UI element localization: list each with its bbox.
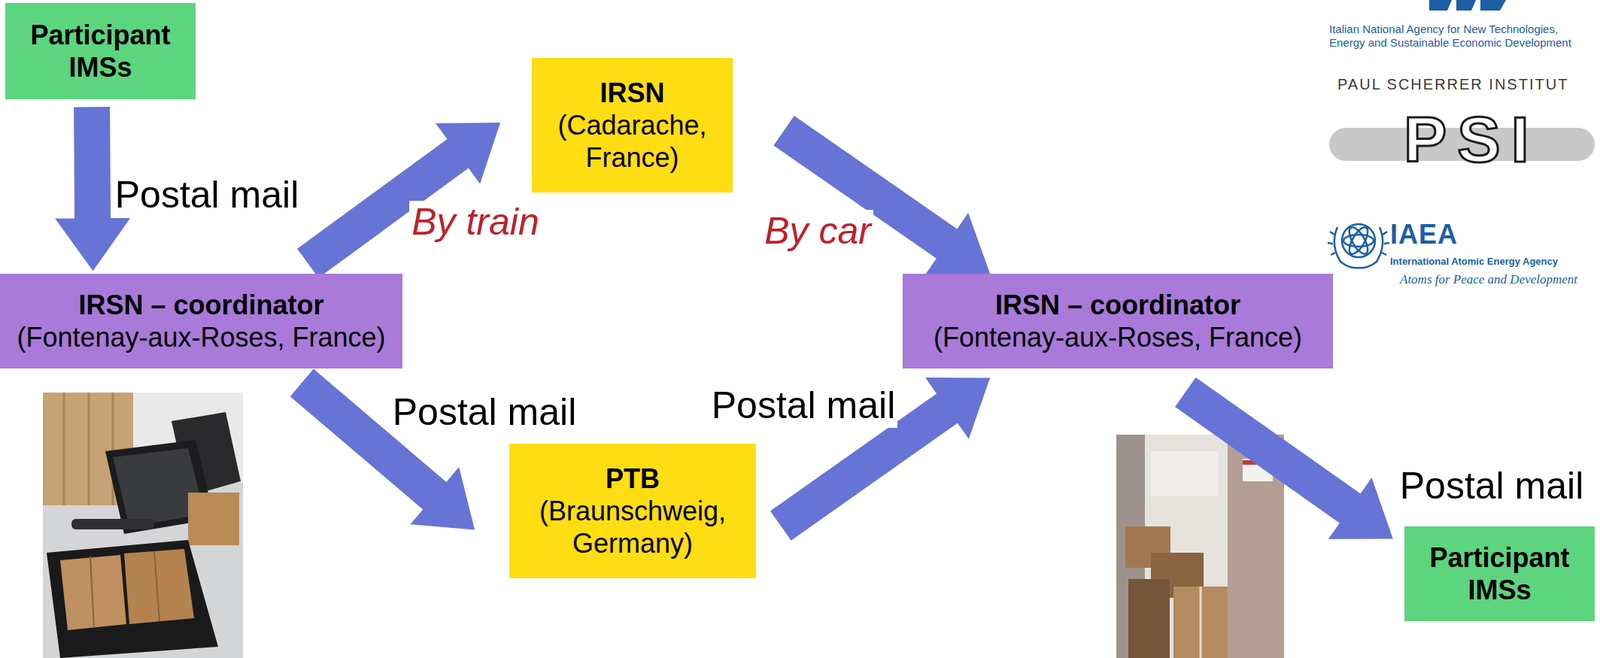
enea-logo — [1429, 0, 1506, 11]
box-subtext: (Fontenay-aux-Roses, France) — [933, 321, 1303, 354]
iaea-emblem — [1327, 224, 1390, 268]
box-heading: IRSN – coordinator — [995, 288, 1241, 322]
transport-label: By car — [762, 209, 874, 254]
participant-box: Participant IMSs — [5, 3, 196, 100]
edge-label: Postal mail — [1397, 464, 1587, 509]
box-heading: IRSN – coordinator — [78, 288, 324, 322]
box-heading: PTB — [605, 462, 660, 495]
logo-name: PAUL SCHERRER INSTITUT — [1337, 75, 1569, 94]
photo-cases — [42, 392, 243, 658]
lab-box: PTB(Braunschweig, Germany) — [509, 443, 756, 579]
transport-label: By train — [409, 200, 542, 245]
edge-label: Postal mail — [112, 173, 302, 218]
flow-arrow — [1174, 377, 1394, 540]
box-subtext: (Cadarache, France) — [540, 109, 724, 174]
logo-mark: PSI — [1403, 103, 1540, 176]
logo-name: IAEA — [1390, 219, 1458, 250]
box-heading: Participant IMSs — [14, 18, 187, 84]
photo-room — [1116, 434, 1285, 658]
box-heading: IRSN — [599, 76, 665, 110]
edge-label: Postal mail — [390, 391, 580, 435]
coordinator-box: IRSN – coordinator(Fontenay-aux-Roses, F… — [902, 273, 1333, 369]
logo-caption: International Atomic Energy Agency — [1390, 255, 1558, 268]
participant-box: Participant IMSs — [1404, 526, 1595, 622]
logo-caption: Italian National Agency for New Technolo… — [1329, 22, 1594, 50]
box-subtext: (Braunschweig, Germany) — [518, 494, 747, 560]
coordinator-box: IRSN – coordinator(Fontenay-aux-Roses, F… — [0, 273, 403, 369]
flow-arrow — [297, 122, 501, 279]
edge-label: Postal mail — [709, 384, 899, 429]
logo-motto: Atoms for Peace and Development — [1399, 272, 1578, 288]
box-subtext: (Fontenay-aux-Roses, France) — [16, 321, 386, 354]
lab-box: IRSN(Cadarache, France) — [531, 57, 733, 193]
box-heading: Participant IMSs — [1413, 541, 1586, 607]
